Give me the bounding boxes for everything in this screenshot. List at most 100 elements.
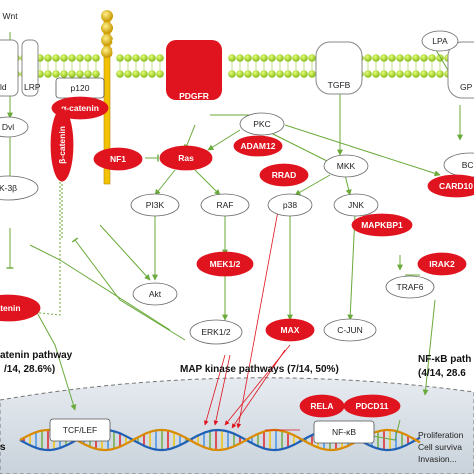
lipid-head <box>260 70 268 78</box>
akt-node: Akt <box>132 282 178 306</box>
p120-node: p120 <box>55 77 105 99</box>
lipid-head <box>404 54 412 62</box>
lipid-head <box>60 70 68 78</box>
frizzled-receptor <box>0 39 19 97</box>
lipid-head <box>236 54 244 62</box>
lipid-head <box>140 54 148 62</box>
lipid-head <box>132 70 140 78</box>
tgfb-receptor <box>315 41 363 95</box>
lipid-head <box>396 54 404 62</box>
adam12-label: ADAM12 <box>241 141 276 151</box>
lipid-head <box>68 70 76 78</box>
outcome-text-2: Cell surviva <box>418 442 462 452</box>
rrad-node: RRAD <box>259 163 309 187</box>
raf-shape <box>200 193 250 217</box>
traf6-label: TRAF6 <box>397 282 424 292</box>
lipid-head <box>252 54 260 62</box>
mkk-node: MKK <box>323 154 369 178</box>
mkk-shape <box>323 154 369 178</box>
outcome-text-3: Invasion... <box>418 454 457 464</box>
card10-label: CARD10 <box>439 181 473 191</box>
lipid-head <box>68 54 76 62</box>
catenin-bottom-node: atenin <box>0 294 41 322</box>
wnt-caption-2: /14, 28.6%) <box>4 364 55 375</box>
lipid-head <box>92 54 100 62</box>
mapkbp1-node: MAPKBP1 <box>351 213 413 237</box>
lipid-head <box>52 54 60 62</box>
catenin-bottom-shape <box>0 294 41 322</box>
lipid-head <box>372 70 380 78</box>
nfkb-caption-2: (4/14, 28.6 <box>418 368 466 379</box>
akt-label: Akt <box>149 289 162 299</box>
akt-shape <box>132 282 178 306</box>
nf1-node: NF1 <box>93 147 143 171</box>
lipid-head <box>372 54 380 62</box>
irak2-shape <box>417 252 467 276</box>
gsk3b-label: K-3β <box>0 183 17 193</box>
adam12-node: ADAM12 <box>233 135 283 157</box>
max-shape <box>265 318 315 342</box>
map-caption: MAP kinase pathways (7/14, 50%) <box>180 364 339 375</box>
mek12-label: MEK1/2 <box>210 259 241 269</box>
beta-catenin-node: β-catenin <box>50 108 74 182</box>
lipid-head <box>76 70 84 78</box>
mkk-label: MKK <box>337 161 356 171</box>
lipid-head <box>276 70 284 78</box>
lipid-head <box>436 70 444 78</box>
nfkb-label: NF-κB <box>332 427 356 437</box>
dvl-node: Dvl <box>0 116 29 138</box>
tcf-lef-shape <box>49 418 111 442</box>
lpa-shape <box>421 30 459 52</box>
ras-shape <box>159 145 213 171</box>
lipid-head <box>412 54 420 62</box>
lipid-head <box>380 54 388 62</box>
lipid-head <box>228 70 236 78</box>
lipid-head <box>396 70 404 78</box>
lipid-head <box>412 70 420 78</box>
mapkbp1-label: MAPKBP1 <box>361 220 403 230</box>
mek12-node: MEK1/2 <box>196 251 254 277</box>
tgfb-label: TGFB <box>328 80 351 90</box>
pkc-label: PKC <box>253 119 270 129</box>
cjun-node: C-JUN <box>323 318 377 342</box>
lpa-node: LPA <box>421 30 459 52</box>
lrp-receptor <box>21 39 39 97</box>
lipid-head <box>268 70 276 78</box>
lipid-head <box>292 70 300 78</box>
pdgfr-label: PDGFR <box>179 91 209 101</box>
pi3k-node: PI3K <box>130 193 180 217</box>
raf-label: RAF <box>217 200 234 210</box>
p120-label: p120 <box>71 83 90 93</box>
pkc-node: PKC <box>239 112 285 136</box>
ras-label: Ras <box>178 153 194 163</box>
lipid-head <box>420 70 428 78</box>
pi3k-shape <box>130 193 180 217</box>
wnt-label: Wnt <box>2 11 18 21</box>
max-node: MAX <box>265 318 315 342</box>
lipid-head <box>44 70 52 78</box>
lipid-head <box>292 54 300 62</box>
lipid-head <box>116 70 124 78</box>
irak2-label: IRAK2 <box>429 259 455 269</box>
lipid-head <box>236 70 244 78</box>
gp-receptor <box>447 41 474 99</box>
ras-node: Ras <box>159 145 213 171</box>
lipid-head <box>364 54 372 62</box>
lipid-head <box>156 70 164 78</box>
bcl-node: BCL <box>443 152 474 178</box>
lipid-head <box>300 70 308 78</box>
nf1-label: NF1 <box>110 154 126 164</box>
lipid-head <box>276 54 284 62</box>
lipid-head <box>244 54 252 62</box>
gp-label: GP <box>460 82 473 92</box>
p38-label: p38 <box>283 200 297 210</box>
card10-node: CARD10 <box>427 174 474 198</box>
mapkbp1-shape <box>351 213 413 237</box>
ecadherin-label: E-cadherin <box>110 30 120 74</box>
red-arrows-to-dna <box>203 199 300 431</box>
nfkb-shape <box>313 420 375 444</box>
lipid-head <box>52 70 60 78</box>
lrp-label: LRP <box>24 82 41 92</box>
pdcd11-node: PDCD11 <box>343 394 401 418</box>
wnt-node: Wnt <box>2 11 18 21</box>
